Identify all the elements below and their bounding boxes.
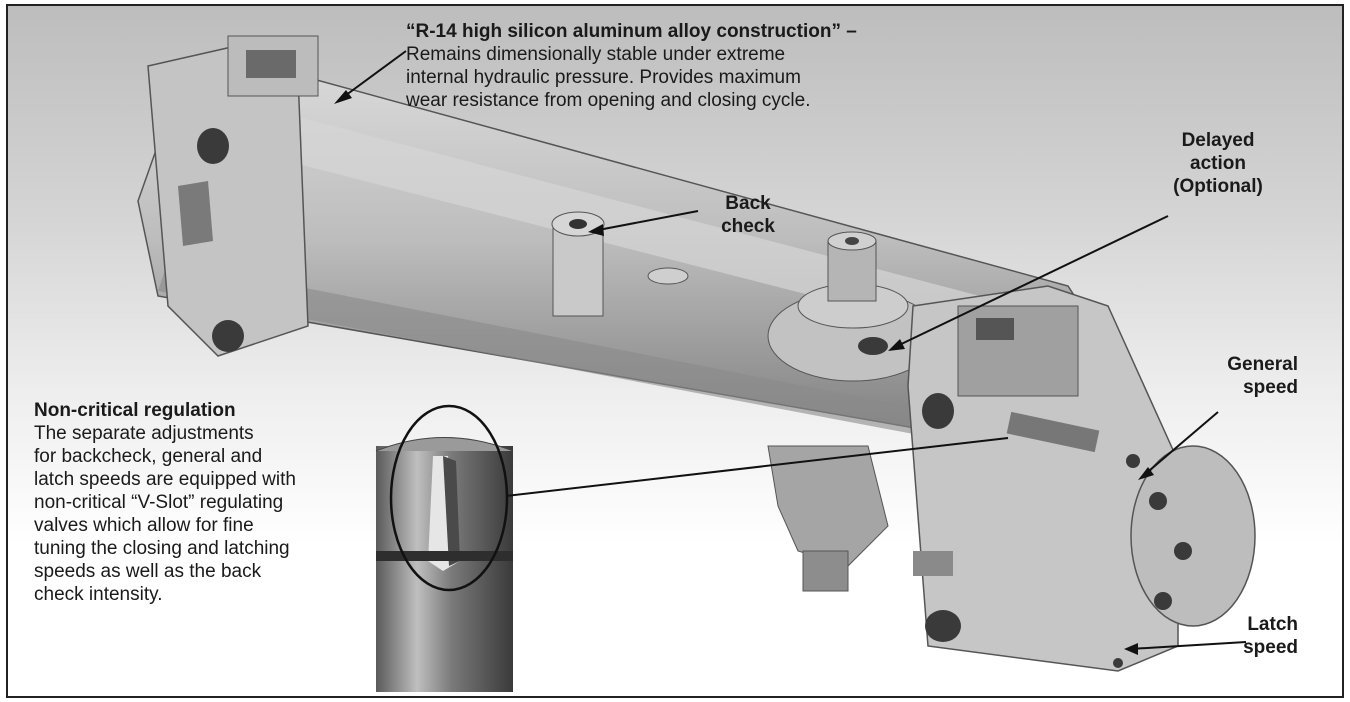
back-line-1: Back bbox=[725, 193, 771, 214]
general-line-2: speed bbox=[1243, 377, 1298, 398]
alloy-heading: “R-14 high silicon aluminum alloy constr… bbox=[406, 21, 857, 42]
back-line-2: check bbox=[721, 216, 775, 237]
delayed-line-1: Delayed bbox=[1181, 130, 1255, 151]
left-end-cap bbox=[147, 35, 319, 357]
general-line-1: General bbox=[1227, 354, 1298, 375]
back-check-boss bbox=[551, 211, 689, 317]
valve-highlight-circle bbox=[389, 404, 509, 592]
general-speed-leader bbox=[1142, 411, 1219, 477]
regulation-line-5: valves which allow for fine bbox=[34, 515, 254, 536]
delayed-line-2: action bbox=[1190, 153, 1246, 174]
regulation-line-2: for backcheck, general and bbox=[34, 446, 263, 467]
regulation-heading: Non-critical regulation bbox=[34, 400, 236, 421]
back-check-callout: Back check bbox=[698, 192, 798, 238]
regulation-callout: Non-critical regulation The separate adj… bbox=[34, 399, 354, 606]
door-closer-illustration bbox=[137, 35, 1256, 692]
valve-leader bbox=[505, 437, 1009, 497]
alloy-callout: “R-14 high silicon aluminum alloy constr… bbox=[406, 20, 946, 112]
general-speed-callout: General speed bbox=[1198, 353, 1298, 399]
leader-lines bbox=[334, 50, 1247, 655]
regulation-line-8: check intensity. bbox=[34, 584, 163, 605]
regulation-line-1: The separate adjustments bbox=[34, 423, 254, 444]
latch-speed-leader bbox=[1129, 641, 1247, 650]
regulation-line-3: latch speeds are equipped with bbox=[34, 469, 296, 490]
regulation-line-4: non-critical “V-Slot” regulating bbox=[34, 492, 284, 513]
back-check-leader bbox=[592, 210, 699, 232]
latch-line-1: Latch bbox=[1247, 614, 1298, 635]
right-end-cap bbox=[907, 285, 1256, 672]
figure-frame: “R-14 high silicon aluminum alloy constr… bbox=[6, 4, 1344, 698]
latch-speed-callout: Latch speed bbox=[1208, 613, 1298, 659]
lower-mount bbox=[767, 445, 889, 592]
latch-line-2: speed bbox=[1243, 637, 1298, 658]
regulation-line-7: speeds as well as the back bbox=[34, 561, 262, 582]
pinion-spindle bbox=[767, 231, 939, 382]
alloy-line-2: internal hydraulic pressure. Provides ma… bbox=[406, 67, 801, 88]
regulation-line-6: tuning the closing and latching bbox=[34, 538, 290, 559]
delayed-line-3: (Optional) bbox=[1173, 176, 1263, 197]
valve-closeup-inset bbox=[375, 404, 514, 692]
delayed-action-callout: Delayed action (Optional) bbox=[1158, 129, 1278, 198]
alloy-leader bbox=[337, 50, 407, 102]
alloy-line-3: wear resistance from opening and closing… bbox=[406, 90, 811, 111]
delayed-action-leader bbox=[892, 215, 1169, 349]
alloy-line-1: Remains dimensionally stable under extre… bbox=[406, 44, 786, 65]
